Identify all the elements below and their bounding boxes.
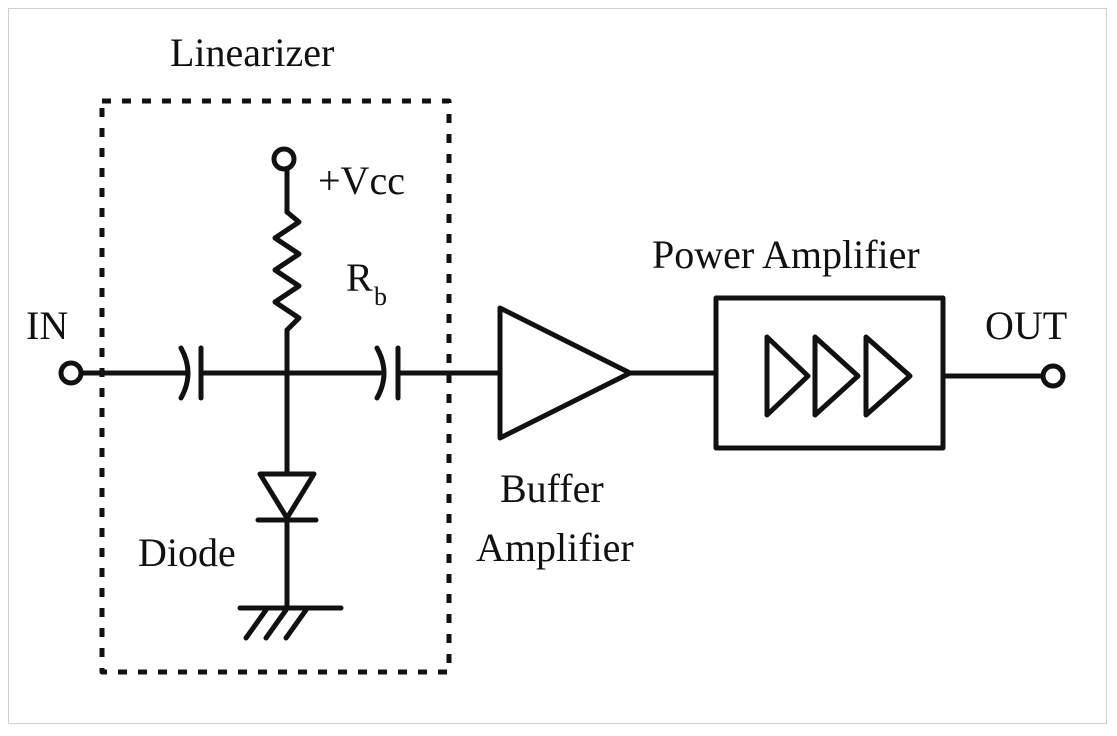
output-capacitor-curved-plate bbox=[374, 345, 387, 401]
ground-hatch-1 bbox=[243, 607, 269, 641]
power-amp-stage-1 bbox=[764, 334, 811, 418]
diagram-frame bbox=[8, 8, 1107, 724]
power-amplifier-label: Power Amplifier bbox=[652, 232, 920, 277]
power-amplifier-box bbox=[713, 295, 946, 451]
output-terminal bbox=[1040, 363, 1066, 389]
bias-resistor bbox=[272, 209, 302, 333]
resistor-label: R bbox=[346, 255, 373, 300]
resistor-subscript: b bbox=[374, 282, 387, 311]
ground-hatch-3 bbox=[283, 607, 309, 641]
diode-triangle bbox=[257, 471, 317, 521]
output-label: OUT bbox=[985, 303, 1067, 348]
buffer-amplifier-triangle bbox=[497, 305, 633, 441]
buffer-label-line2: Amplifier bbox=[476, 525, 634, 570]
power-amp-stage-2 bbox=[812, 334, 861, 418]
power-amp-stage-3 bbox=[863, 334, 913, 418]
input-terminal bbox=[58, 360, 84, 386]
input-label: IN bbox=[26, 303, 68, 348]
vcc-label: +Vcc bbox=[318, 158, 405, 203]
buffer-label-line1: Buffer bbox=[500, 466, 604, 511]
input-capacitor-curved-plate bbox=[178, 345, 191, 401]
ground-hatch-2 bbox=[263, 607, 289, 641]
linearizer-label: Linearizer bbox=[170, 30, 334, 75]
diode-label: Diode bbox=[138, 530, 236, 575]
vcc-terminal bbox=[271, 146, 297, 172]
